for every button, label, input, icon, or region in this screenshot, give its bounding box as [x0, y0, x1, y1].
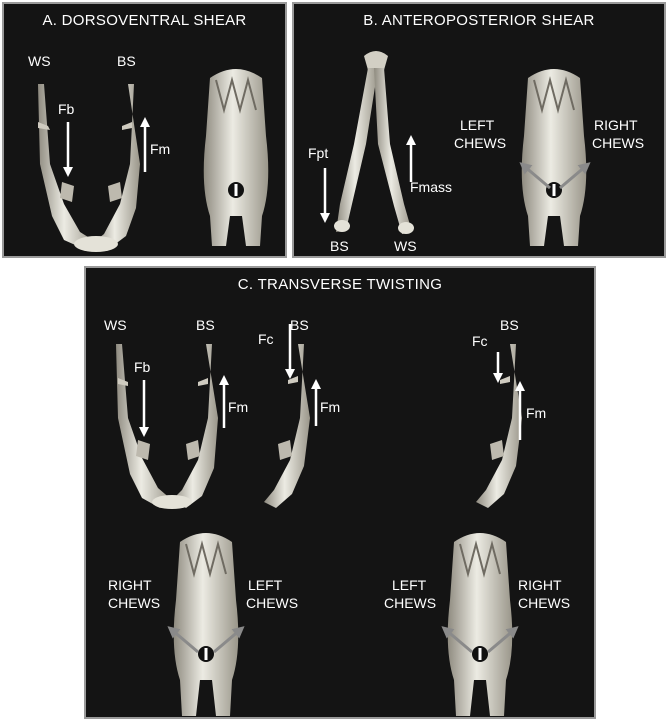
hemimandible-middle — [264, 344, 310, 508]
label-bs: BS — [330, 238, 349, 254]
label-right-chews-a2: CHEWS — [108, 595, 160, 611]
label-bs-mid: BS — [290, 317, 309, 333]
label-fb: Fb — [58, 101, 75, 117]
label-right-chews-b2: CHEWS — [518, 595, 570, 611]
skull-left — [174, 533, 239, 716]
label-fm: Fm — [150, 141, 170, 157]
label-left-chews-1: LEFT — [460, 117, 495, 133]
panel-b-anteroposterior-shear: B. ANTEROPOSTERIOR SHEAR Fpt Fmass BS WS… — [292, 2, 666, 258]
skull-ventral-view — [522, 69, 587, 246]
label-fpt: Fpt — [308, 145, 328, 161]
label-bs: BS — [117, 53, 136, 69]
label-fm-right: Fm — [526, 405, 546, 421]
label-bs: BS — [196, 317, 215, 333]
label-right-chews-a1: RIGHT — [108, 577, 152, 593]
label-fb: Fb — [134, 359, 151, 375]
label-left-chews-b2: CHEWS — [384, 595, 436, 611]
panel-c-figure: WS BS Fb Fm Fc BS Fm Fc BS Fm — [86, 268, 596, 719]
panel-c-transverse-twisting: C. TRANSVERSE TWISTING WS BS Fb Fm Fc BS… — [84, 266, 596, 719]
label-fm: Fm — [228, 399, 248, 415]
label-fm-mid: Fm — [320, 399, 340, 415]
panel-a-dorsoventral-shear: A. DORSOVENTRAL SHEAR WS BS Fb Fm — [2, 2, 287, 258]
panel-b-figure: Fpt Fmass BS WS LEFT CHEWS RIGHT CHEWS — [294, 4, 666, 258]
label-right-chews-1: RIGHT — [594, 117, 638, 133]
label-left-chews-a2: CHEWS — [246, 595, 298, 611]
label-right-chews-b1: RIGHT — [518, 577, 562, 593]
mandible-dorsal-view — [38, 84, 140, 252]
label-fmass: Fmass — [410, 179, 452, 195]
label-left-chews-2: CHEWS — [454, 135, 506, 151]
label-left-chews-a1: LEFT — [248, 577, 283, 593]
label-fc-mid: Fc — [258, 331, 274, 347]
label-left-chews-b1: LEFT — [392, 577, 427, 593]
label-right-chews-2: CHEWS — [592, 135, 644, 151]
mandible-dorsal-view — [116, 344, 218, 509]
label-bs-right: BS — [500, 317, 519, 333]
label-ws: WS — [394, 238, 417, 254]
label-fc-right: Fc — [472, 333, 488, 349]
mandible-lateral-pair — [334, 51, 414, 234]
label-ws: WS — [104, 317, 127, 333]
skull-right — [448, 533, 513, 716]
label-ws: WS — [28, 53, 51, 69]
panel-a-figure: WS BS Fb Fm — [4, 4, 287, 258]
skull-ventral-view — [204, 69, 269, 246]
